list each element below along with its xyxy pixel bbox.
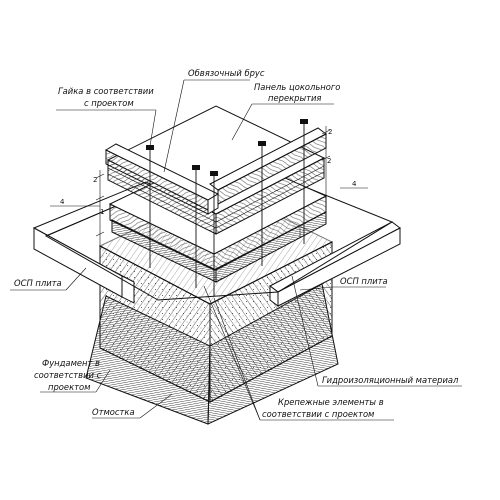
label-osb-right: ОСП плита — [340, 276, 388, 286]
label-waterproofing: Гидроизоляционный материал — [322, 375, 459, 385]
dimension-2-right-top: 2 — [328, 128, 332, 136]
label-foundation-line3: проектом — [48, 382, 90, 392]
dimension-3: 3 — [258, 140, 262, 148]
strapping-beam-upper — [104, 127, 327, 215]
label-foundation-line1: Фундамент в — [42, 358, 100, 368]
dimension-marks — [50, 126, 368, 250]
dimension-2-left: 2 — [93, 176, 97, 184]
leader-lines — [10, 79, 462, 421]
dimension-2-right: 2 — [327, 157, 331, 165]
dimension-1-left: 1 — [100, 208, 104, 216]
label-strapping-beam: Обвязочный брус — [188, 68, 265, 78]
label-osb-left: ОСП плита — [14, 278, 62, 288]
anchor-bolts — [146, 119, 308, 296]
label-nut-line1: Гайка в соответствии — [58, 86, 154, 96]
label-nut-line2: с проектом — [84, 98, 134, 108]
dimension-4-left: 4 — [60, 198, 65, 206]
label-foundation-line2: соответствии с — [34, 370, 102, 380]
label-fasteners-line2: соответствии с проектом — [262, 409, 374, 419]
label-floor-panel-line1: Панель цокольного — [254, 82, 340, 92]
label-blind-area: Отмостка — [92, 407, 135, 417]
label-floor-panel-line2: перекрытия — [268, 93, 321, 103]
dimension-4-right: 4 — [352, 180, 357, 188]
label-fasteners-line1: Крепежные элементы в — [278, 397, 384, 407]
